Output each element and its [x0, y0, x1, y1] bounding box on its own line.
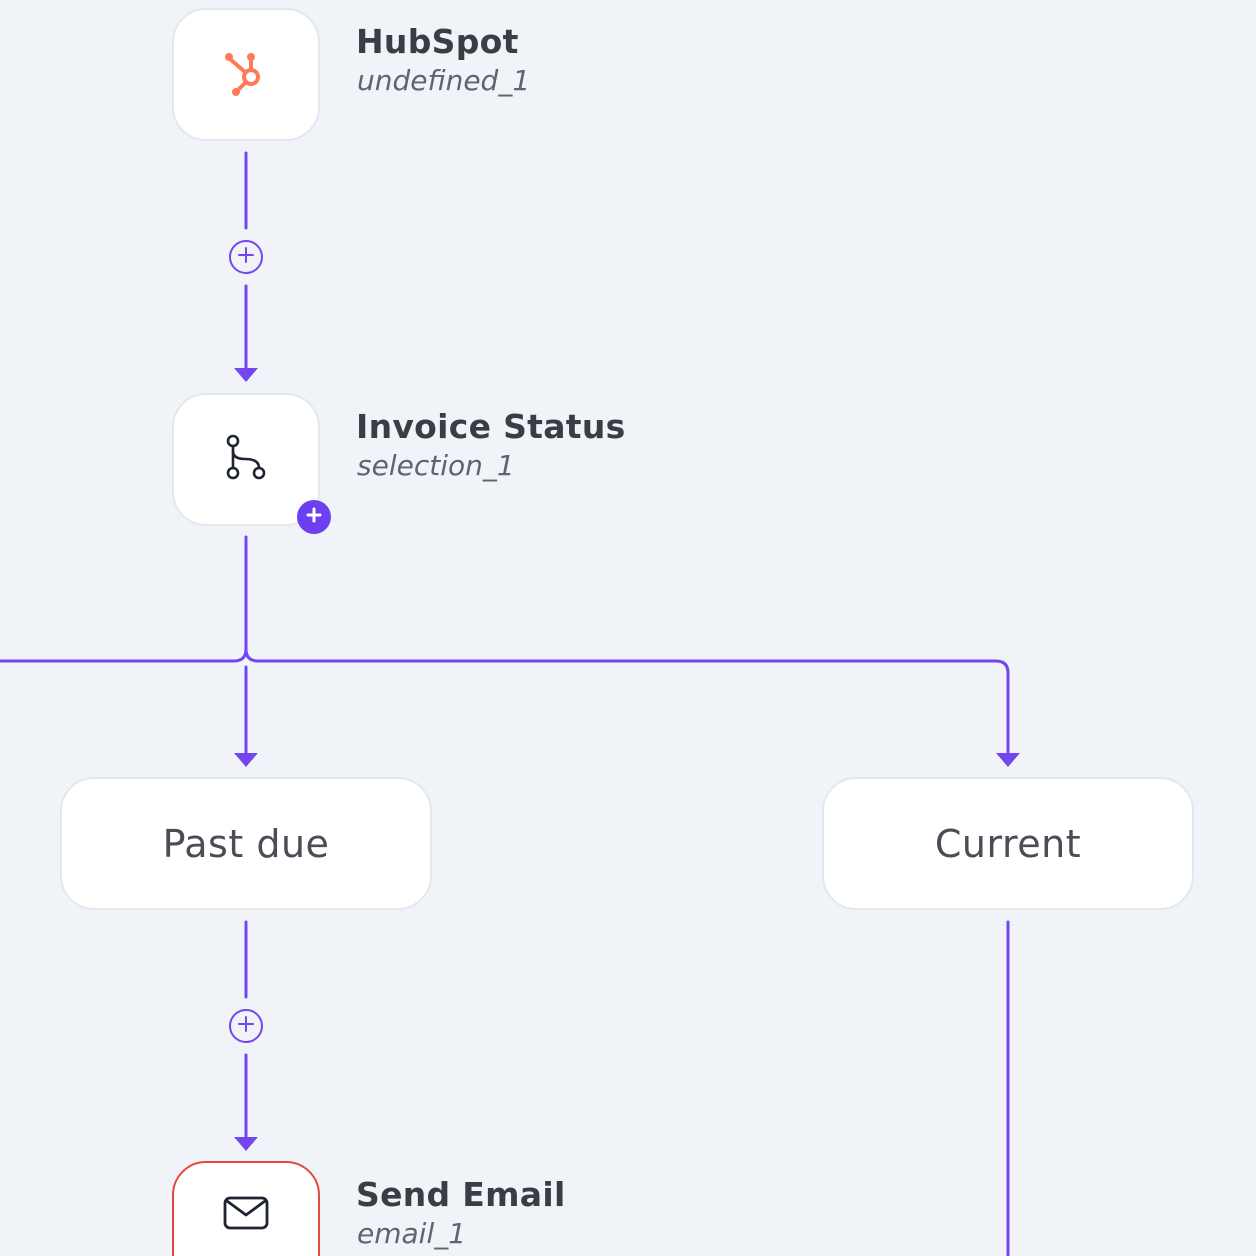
hubspot-icon: [220, 46, 272, 103]
send-email-node-title: Send Email: [356, 1175, 566, 1214]
plus-icon: [305, 506, 323, 529]
plus-icon: [237, 246, 255, 269]
branch-current-label: Current: [934, 821, 1082, 866]
hubspot-node-title: HubSpot: [356, 22, 519, 61]
plus-icon: [237, 1015, 255, 1038]
add-branch-button[interactable]: [297, 500, 331, 534]
invoice-status-node-title: Invoice Status: [356, 407, 626, 446]
branch-current[interactable]: Current: [822, 777, 1194, 910]
send-email-node[interactable]: [172, 1161, 320, 1256]
branch-past-due-label: Past due: [162, 821, 330, 866]
invoice-status-node-subtitle: selection_1: [357, 449, 515, 482]
invoice-status-node[interactable]: [172, 393, 320, 526]
send-email-node-subtitle: email_1: [357, 1217, 467, 1250]
add-step-button[interactable]: [229, 240, 263, 274]
hubspot-node[interactable]: [172, 8, 320, 141]
mail-icon: [222, 1195, 270, 1236]
branch-past-due[interactable]: Past due: [60, 777, 432, 910]
hubspot-node-subtitle: undefined_1: [357, 64, 531, 97]
branch-icon: [223, 433, 269, 486]
add-step-button[interactable]: [229, 1009, 263, 1043]
